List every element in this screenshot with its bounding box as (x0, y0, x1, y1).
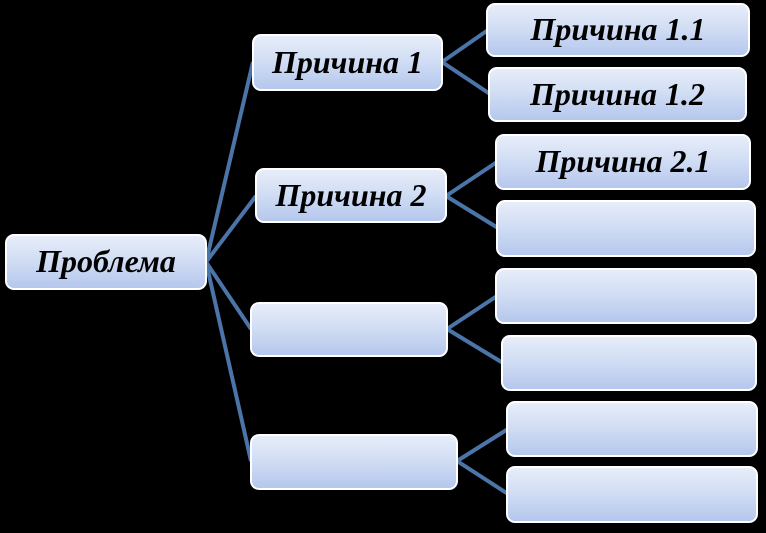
node-problem-label: Проблема (36, 243, 176, 279)
node-cause-2: Причина 2 (255, 168, 447, 223)
node-subcause-1-1-label: Причина 1.1 (530, 11, 706, 47)
node-problem: Проблема (5, 234, 207, 290)
node-cause-1-label: Причина 1 (271, 43, 424, 80)
connector-cause3-sub2 (445, 327, 505, 365)
node-subcause-4-2-empty (506, 466, 758, 523)
node-subcause-1-1: Причина 1.1 (486, 3, 750, 57)
connector-cause1-sub2 (440, 60, 492, 96)
node-subcause-2-1-label: Причина 2.1 (535, 143, 711, 179)
connector-cause1-sub1 (440, 28, 490, 64)
node-cause-1: Причина 1 (252, 34, 443, 91)
node-subcause-1-2: Причина 1.2 (488, 67, 747, 122)
node-cause-4-empty (250, 434, 458, 490)
connector-cause4-sub2 (455, 459, 510, 496)
connector-cause4-sub1 (455, 427, 510, 463)
node-subcause-3-2-empty (501, 335, 757, 391)
connector-problem-cause3 (204, 260, 253, 331)
node-subcause-3-1-empty (495, 268, 757, 324)
connector-cause3-sub1 (445, 294, 499, 331)
node-subcause-2-2-empty (496, 200, 756, 257)
connector-problem-cause1 (204, 61, 255, 263)
connector-problem-cause2 (204, 194, 258, 264)
node-subcause-4-1-empty (506, 401, 758, 457)
connector-cause2-sub2 (444, 194, 500, 230)
connector-cause2-sub1 (444, 160, 499, 198)
node-cause-3-empty (250, 302, 448, 357)
node-cause-2-label: Причина 2 (275, 176, 427, 213)
connector-problem-cause4 (204, 261, 253, 462)
node-subcause-1-2-label: Причина 1.2 (529, 75, 706, 112)
node-subcause-2-1: Причина 2.1 (495, 134, 751, 190)
